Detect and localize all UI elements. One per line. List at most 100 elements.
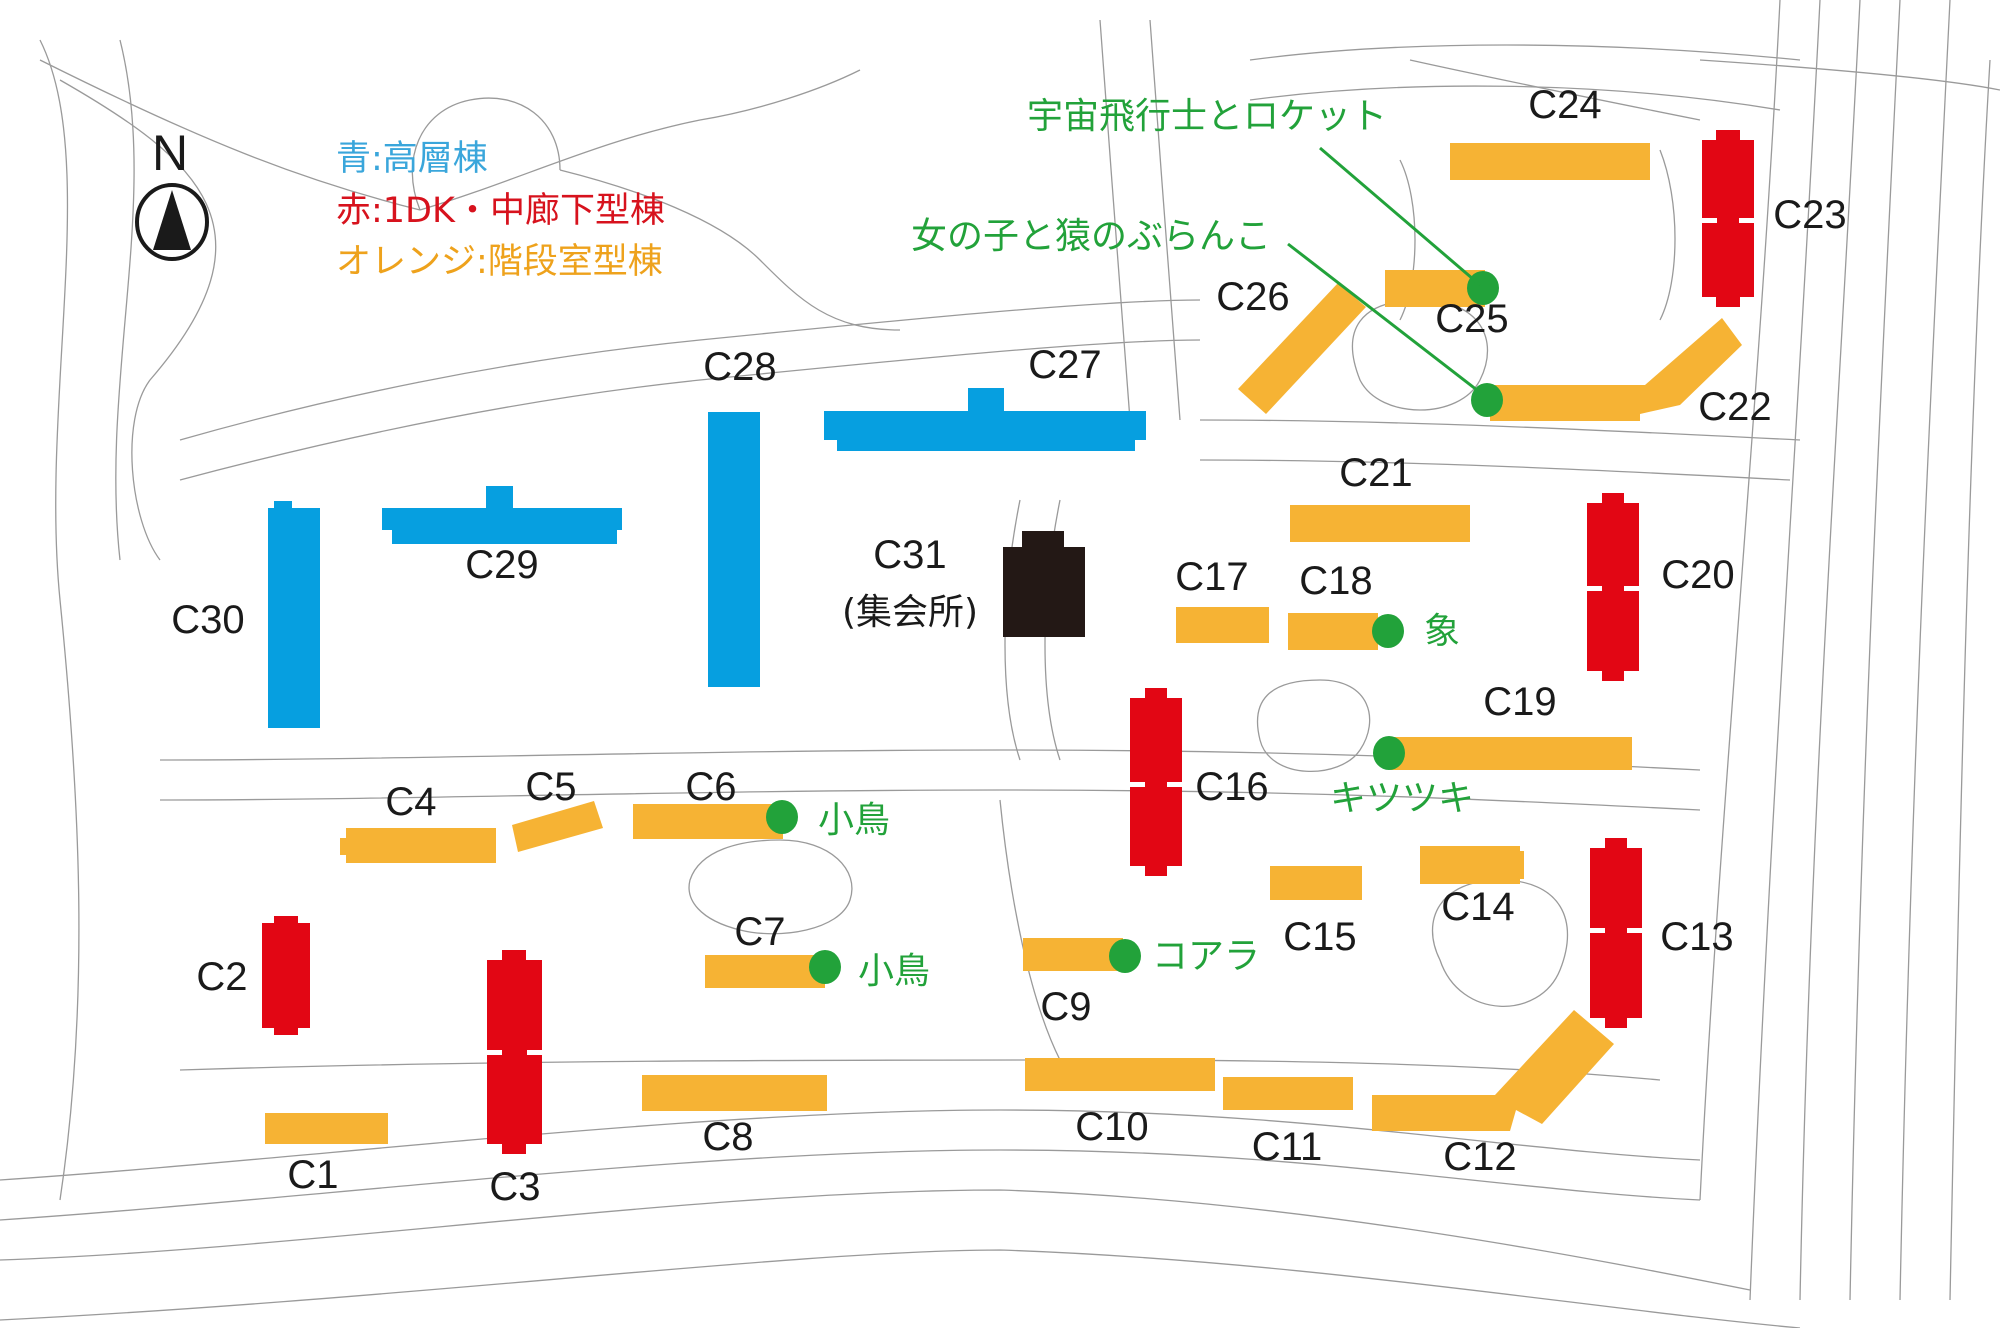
- building-footprint: [1516, 851, 1524, 879]
- building-c20[interactable]: [1586, 493, 1640, 681]
- building-label-c26: C26: [1216, 275, 1289, 319]
- building-c26[interactable]: [1238, 283, 1366, 414]
- building-c19[interactable]: [1390, 737, 1632, 770]
- building-c15[interactable]: [1270, 866, 1362, 900]
- building-label-c29: C29: [465, 543, 538, 587]
- building-c22[interactable]: [1490, 318, 1742, 421]
- building-footprint: [262, 923, 310, 1028]
- feature-marker-icon[interactable]: [1373, 736, 1405, 770]
- feature-markers-layer: 宇宙飛行士とロケット女の子と猿のぶらんこ象キツツキ小鳥小鳥コアラ: [766, 96, 1503, 992]
- feature-label: 小鳥: [858, 951, 930, 992]
- building-c7[interactable]: [705, 955, 825, 988]
- building-footprint: [1372, 1010, 1614, 1131]
- building-label-c2: C2: [196, 955, 247, 999]
- feature-marker-icon[interactable]: [809, 950, 841, 984]
- building-label-c4: C4: [385, 780, 436, 824]
- building-footprint: [268, 508, 320, 728]
- building-footprint: [1025, 1058, 1215, 1091]
- building-notch: [527, 1050, 543, 1055]
- building-label-c19: C19: [1483, 680, 1556, 724]
- building-c31[interactable]: [1003, 531, 1085, 637]
- building-c1[interactable]: [265, 1113, 388, 1144]
- building-footprint: [824, 411, 1146, 440]
- building-label-c23: C23: [1773, 193, 1846, 237]
- building-c21[interactable]: [1290, 505, 1470, 542]
- building-label-c7: C7: [734, 910, 785, 954]
- building-c23[interactable]: [1701, 130, 1755, 307]
- building-label-c5: C5: [525, 765, 576, 809]
- buildings-layer: [262, 130, 1755, 1154]
- building-notch: [1167, 782, 1183, 787]
- legend: 青:高層棟 赤:1DK・中廊下型棟 オレンジ:階段室型棟: [336, 139, 665, 282]
- feature-marker-icon[interactable]: [766, 800, 798, 834]
- building-footprint: [346, 828, 496, 863]
- building-label-c10: C10: [1075, 1105, 1148, 1149]
- feature-label: 象: [1424, 611, 1460, 652]
- building-footprint: [1022, 531, 1064, 547]
- building-footprint: [1290, 505, 1470, 542]
- building-label-c8: C8: [702, 1115, 753, 1159]
- building-c14[interactable]: [1420, 846, 1524, 884]
- building-footprint: [1450, 143, 1650, 180]
- building-footprint: [1176, 607, 1269, 643]
- building-label-c18: C18: [1299, 559, 1372, 603]
- building-notch: [1627, 928, 1643, 933]
- building-footprint: [708, 412, 760, 687]
- building-c6[interactable]: [633, 804, 783, 839]
- feature-marker-icon[interactable]: [1372, 614, 1404, 648]
- building-label-c17: C17: [1175, 555, 1248, 599]
- building-notch: [1586, 586, 1602, 591]
- building-c10[interactable]: [1025, 1058, 1215, 1091]
- feature-label: 宇宙飛行士とロケット: [1027, 96, 1387, 137]
- building-c27[interactable]: [824, 388, 1146, 451]
- feature-marker-icon[interactable]: [1109, 939, 1141, 973]
- building-label-c22: C22: [1698, 385, 1771, 429]
- building-notch: [486, 1050, 502, 1055]
- building-c4[interactable]: [340, 828, 496, 863]
- building-notch: [1624, 586, 1640, 591]
- building-label-c24: C24: [1528, 83, 1601, 127]
- building-label-c21: C21: [1339, 451, 1412, 495]
- building-footprint: [265, 1113, 388, 1144]
- building-c28[interactable]: [708, 412, 760, 687]
- north-label: N: [152, 125, 188, 181]
- building-c5[interactable]: [512, 801, 603, 852]
- building-label-c3: C3: [489, 1165, 540, 1209]
- building-footprint: [837, 440, 1135, 451]
- building-label-c13: C13: [1660, 915, 1733, 959]
- building-c3[interactable]: [486, 950, 543, 1154]
- building-footprint: [486, 486, 513, 508]
- building-footprint: [1390, 737, 1632, 770]
- feature-label: キツツキ: [1330, 778, 1474, 819]
- building-footprint: [274, 501, 292, 509]
- building-footprint: [512, 801, 603, 852]
- building-c24[interactable]: [1450, 143, 1650, 180]
- leader-line-rocket: [1319, 146, 1481, 287]
- feature-label: コアラ: [1152, 936, 1260, 977]
- building-c30[interactable]: [268, 501, 320, 728]
- feature-label: 小鳥: [818, 800, 890, 841]
- building-footprint: [1270, 866, 1362, 900]
- building-c17[interactable]: [1176, 607, 1269, 643]
- building-c2[interactable]: [262, 916, 310, 1035]
- legend-high-rise: 青:高層棟: [336, 139, 488, 179]
- building-notch: [1129, 782, 1145, 787]
- building-c16[interactable]: [1129, 688, 1183, 876]
- building-footprint: [1288, 613, 1378, 650]
- legend-staircase: オレンジ:階段室型棟: [336, 242, 663, 282]
- building-c13[interactable]: [1589, 838, 1643, 1028]
- building-c18[interactable]: [1288, 613, 1378, 650]
- building-label-c16: C16: [1195, 765, 1268, 809]
- building-c11[interactable]: [1223, 1077, 1353, 1110]
- building-footprint: [642, 1075, 827, 1111]
- building-footprint: [1490, 318, 1742, 421]
- building-footprint: [1003, 547, 1085, 637]
- legend-1dk-corridor: 赤:1DK・中廊下型棟: [336, 191, 665, 231]
- building-c9[interactable]: [1023, 938, 1123, 971]
- building-label-c28: C28: [703, 345, 776, 389]
- building-c29[interactable]: [382, 486, 622, 544]
- building-footprint: [705, 955, 825, 988]
- building-c12[interactable]: [1372, 1010, 1614, 1131]
- building-c8[interactable]: [642, 1075, 827, 1111]
- building-label-c11: C11: [1252, 1125, 1322, 1169]
